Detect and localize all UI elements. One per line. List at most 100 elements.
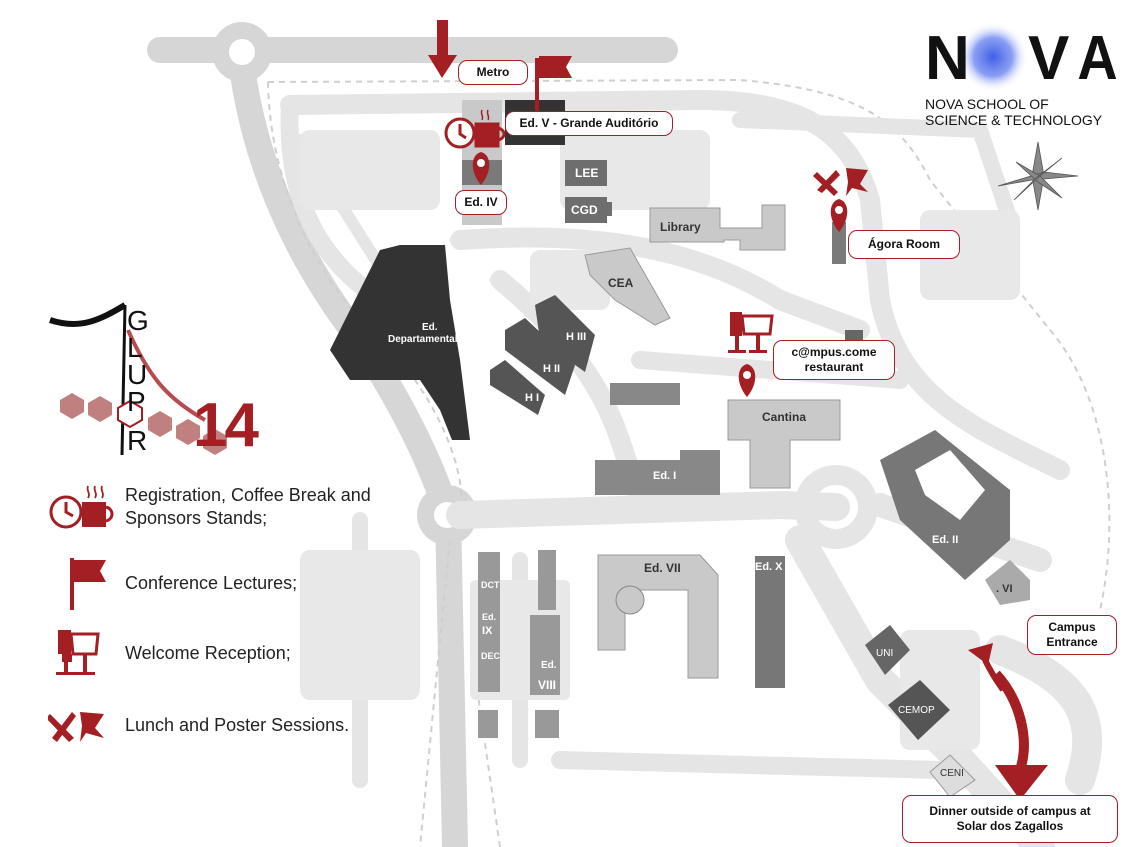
building-label-library: Library [660, 220, 701, 234]
legend-registration-line1: Registration, Coffee Break and [125, 485, 371, 505]
building-label-ed-x: Ed. X [755, 561, 783, 573]
coffee-clock-marker-icon [444, 109, 506, 149]
building-h-ii [505, 318, 575, 395]
flag-ed-v-icon [535, 56, 572, 134]
building-ed-vi [985, 560, 1030, 605]
pin-agora-icon [830, 199, 848, 232]
ed-v-label: Ed. V - Grande Auditório [505, 111, 673, 136]
wine-glasses-marker-icon [728, 312, 774, 353]
glupr-letter-r: R [127, 425, 148, 456]
building-label-cea: CEA [608, 276, 634, 290]
glupr-number: 14 [193, 391, 259, 460]
glupr-logo-graphic [49, 302, 227, 456]
building-dct [478, 552, 500, 692]
metro-label: Metro [458, 60, 528, 85]
building-label-ceni: CENI [940, 768, 964, 779]
nova-brand: N V A NOVA SCHOOL OF SCIENCE & TECHNOLOG… [925, 24, 1118, 129]
building-ed-x [755, 556, 785, 688]
building-cgd [565, 197, 607, 223]
building-label-ed-ix-a: Ed. [482, 612, 497, 622]
building-label-dct: DCT [481, 580, 500, 590]
legend-reception-line1: Welcome Reception; [125, 642, 291, 663]
building-cemop [888, 680, 950, 740]
metro-arrow [428, 20, 457, 78]
legend-item-registration: Registration, Coffee Break and Sponsors … [48, 482, 371, 532]
nova-logo-a: A [1077, 24, 1120, 93]
ed-iv-label: Ed. IV [455, 190, 507, 215]
campus-come-label-line2: restaurant [804, 360, 864, 374]
legend-lunch-line1: Lunch and Poster Sessions. [125, 714, 350, 735]
building-label-cantina: Cantina [762, 410, 807, 424]
glupr-letter-g: G [127, 305, 149, 336]
pin-campus-come-icon [738, 364, 756, 397]
dinner-arrow-icon [992, 670, 1048, 800]
dinner-label-line1: Dinner outside of campus at [929, 804, 1091, 818]
building-label-ed-viii-b: VIII [538, 678, 557, 692]
legend-lectures-line1: Conference Lectures; [125, 572, 298, 593]
building-label-lee: LEE [575, 166, 599, 180]
nova-subtitle-line2: SCIENCE & TECHNOLOGY [925, 112, 1103, 128]
agora-label: Ágora Room [848, 230, 960, 259]
compass-rose-icon [997, 141, 1079, 211]
campus-entrance-label: Campus Entrance [1027, 615, 1117, 655]
building-cea [584, 247, 671, 326]
legend-registration-line2: Sponsors Stands; [125, 508, 268, 528]
nova-logo-v: V [1028, 24, 1072, 93]
dinner-label-line2: Solar dos Zagallos [956, 819, 1064, 833]
glupr-letter-l: L [127, 332, 143, 363]
building-label-dec: DEC [481, 651, 501, 661]
nova-logo-n: N [925, 24, 972, 93]
building-library [649, 204, 786, 251]
building-label-cemop: CEMOP [898, 705, 935, 716]
building-label-h1: H I [525, 392, 540, 404]
building-label-ed-viii-a: Ed. [541, 660, 557, 671]
campus-come-label: c@mpus.come restaurant [773, 340, 895, 380]
building-label-cgd: CGD [571, 203, 598, 217]
legend-item-lectures: Conference Lectures; [48, 556, 297, 610]
building-label-ed-vii: Ed. VII [644, 561, 681, 575]
nova-o-glow [958, 22, 1028, 92]
flag-icon [70, 558, 106, 610]
building-h-i [490, 360, 545, 415]
coffee-clock-icon [49, 485, 114, 529]
building-agora [832, 222, 846, 264]
legend-item-lunch: Lunch and Poster Sessions. [48, 700, 349, 750]
building-label-ed-ii: Ed. II [932, 534, 959, 546]
nova-subtitle-line1: NOVA SCHOOL OF [925, 96, 1049, 112]
building-label-uni: UNI [876, 648, 894, 659]
road-patches [300, 130, 1020, 750]
building-h-iii [535, 295, 595, 372]
building-label-ed-i: Ed. I [653, 470, 677, 482]
building-label-h3: H III [566, 331, 587, 343]
building-label-departamental: Departamental [388, 334, 458, 345]
ed-v-label-text: Ed. V - Grande Auditório [519, 116, 659, 130]
wine-glasses-icon [56, 630, 100, 675]
nova-logo: N V A [925, 24, 1118, 93]
dinner-label: Dinner outside of campus at Solar dos Za… [902, 795, 1118, 843]
pin-ed-iv-icon [472, 152, 490, 185]
campus-entrance-label-line2: Entrance [1046, 635, 1098, 649]
glupr-letter-u: U [127, 359, 148, 390]
building-label-ed-vi: . VI [996, 583, 1013, 595]
agora-label-text: Ágora Room [868, 237, 940, 251]
building-label-ed-dept: Ed. [422, 322, 438, 333]
campus-entrance-label-line1: Campus [1048, 620, 1096, 634]
building-label-ed-ix-b: IX [482, 625, 493, 637]
building-label-h2: H II [543, 363, 561, 375]
glupr-logo: G L U P R 14 [125, 305, 275, 465]
building-ceni [929, 754, 976, 798]
building-cantina [727, 399, 841, 489]
glupr-letter-p: P [127, 386, 146, 417]
metro-label-text: Metro [476, 65, 510, 79]
building-ed-viii [538, 550, 556, 610]
cutlery-pin-icon [48, 712, 104, 742]
building-ed-departamental [330, 245, 470, 440]
building-ed-i [595, 383, 720, 495]
building-lee [565, 160, 607, 186]
building-uni [865, 625, 910, 675]
legend-item-reception: Welcome Reception; [48, 628, 291, 678]
cutlery-pin-marker-icon [813, 168, 868, 196]
ed-iv-label-text: Ed. IV [464, 195, 498, 209]
campus-come-label-line1: c@mpus.come [791, 345, 877, 359]
